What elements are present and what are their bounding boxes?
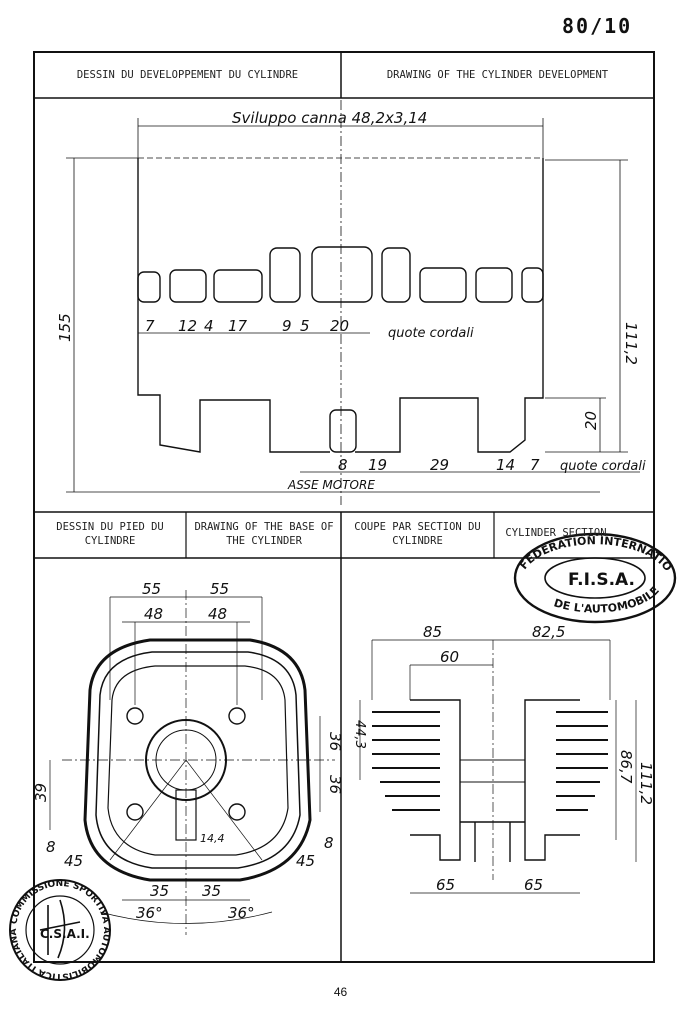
asse-motore: ASSE MOTORE — [287, 478, 375, 492]
section-dim-65a: 65 — [436, 876, 455, 894]
lchord-5: 7 — [530, 456, 540, 474]
csai-stamp — [9, 879, 111, 981]
csai-center: C.S.A.I. — [40, 927, 90, 941]
base-dim-36a: 36 — [326, 732, 344, 751]
fisa-stamp — [513, 532, 677, 624]
title-section-fr: COUPE PAR SECTION DU CYLINDRE — [354, 521, 481, 547]
cylinder-development-drawing — [137, 157, 544, 453]
base-dim-35b: 35 — [202, 882, 221, 900]
section-dim-82-5: 82,5 — [532, 623, 565, 641]
section-dim-86-7: 86,7 — [617, 750, 635, 784]
outer-frame — [33, 51, 655, 963]
lchord-4: 14 — [496, 456, 515, 474]
base-dim-35a: 35 — [150, 882, 169, 900]
chord-6: 5 — [300, 317, 310, 335]
base-dim-36b: 36 — [326, 775, 344, 794]
base-dim-8a: 8 — [46, 838, 56, 856]
base-dim-55a: 55 — [142, 580, 161, 598]
section-dim-44-3: 44,3 — [352, 720, 367, 749]
base-dim-45a: 45 — [64, 852, 83, 870]
page-number: 46 — [333, 985, 348, 999]
lchord-3: 29 — [430, 456, 449, 474]
title-development-en: DRAWING OF THE CYLINDER DEVELOPMENT — [386, 69, 609, 81]
dim-155: 155 — [56, 313, 74, 342]
title-base-fr: DESSIN DU PIED DU CYLINDRE — [56, 521, 164, 547]
chord-5: 9 — [282, 317, 292, 335]
title-development-fr: DESSIN DU DEVELOPPEMENT DU CYLINDRE — [76, 69, 299, 81]
base-dim-36deg-b: 36° — [228, 904, 255, 922]
cylinder-section-drawing — [372, 699, 608, 862]
base-dim-14-4: 14,4 — [200, 832, 225, 845]
base-dim-48b: 48 — [208, 605, 227, 623]
chord-2: 12 — [178, 317, 197, 335]
base-dim-45b: 45 — [296, 852, 315, 870]
section-dim-65b: 65 — [524, 876, 543, 894]
quote-cordali-lower: quote cordali — [560, 459, 646, 474]
dim-111-2: 111,2 — [622, 322, 640, 365]
section-dim-85: 85 — [423, 623, 442, 641]
section-dim-111-2: 111,2 — [637, 762, 655, 805]
page-reference: 80/10 — [562, 14, 633, 38]
chord-7: 20 — [330, 317, 349, 335]
base-dim-39: 39 — [32, 783, 50, 802]
chord-3: 4 — [204, 317, 214, 335]
chord-4: 17 — [228, 317, 248, 335]
base-dim-55b: 55 — [210, 580, 229, 598]
chord-1: 7 — [145, 317, 155, 335]
section-dim-60: 60 — [440, 648, 459, 666]
base-dim-48a: 48 — [144, 605, 163, 623]
quote-cordali-upper: quote cordali — [388, 326, 474, 341]
title-base-en: DRAWING OF THE BASE OF THE CYLINDER — [194, 521, 334, 547]
base-dim-8b: 8 — [324, 834, 334, 852]
fisa-center: F.I.S.A. — [568, 570, 635, 590]
base-dim-36deg-a: 36° — [136, 904, 163, 922]
sviluppo-label: Sviluppo canna 48,2x3,14 — [232, 109, 427, 127]
lchord-1: 8 — [338, 456, 348, 474]
lchord-2: 19 — [368, 456, 387, 474]
dim-20: 20 — [582, 411, 600, 430]
title-section-en: CYLINDER SECTION — [505, 527, 607, 539]
